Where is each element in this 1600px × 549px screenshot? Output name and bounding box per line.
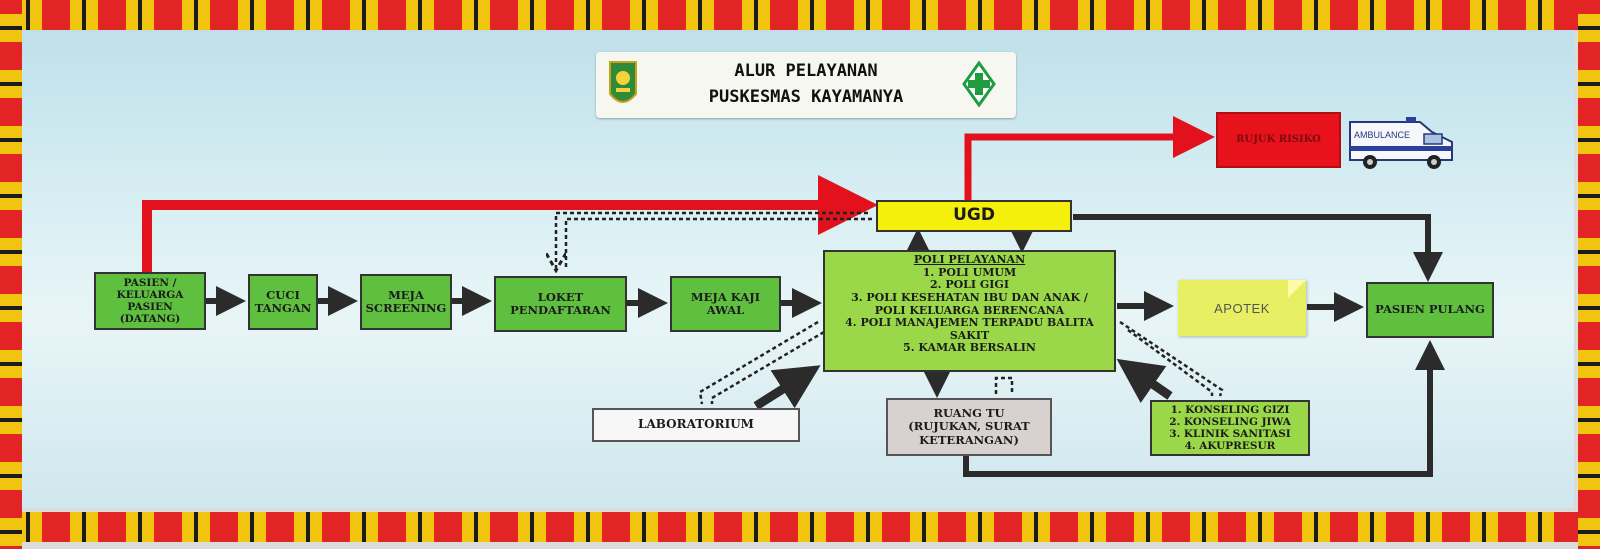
node-pasien-pulang: PASIEN PULANG [1366,282,1494,338]
ambulance-icon: AMBULANCE [1349,117,1453,169]
ruang-tu-subtitle: (RUJUKAN, SURAT KETERANGAN) [908,419,1030,447]
poli-item: 1. POLI UMUM [922,265,1017,279]
arrow-pasien-to-ugd [142,175,878,272]
apotek-label: APOTEK [1214,300,1270,316]
node-meja-screening: MEJA SCREENING [360,274,452,330]
node-konseling: 1. KONSELING GIZI 2. KONSELING JIWA 3. K… [1150,400,1310,456]
border-right [1578,0,1600,549]
regional-emblem-icon [609,61,637,103]
border-left [0,0,22,549]
node-ugd: UGD [876,200,1072,232]
poli-item: 3. POLI KESEHATAN IBU DAN ANAK / POLI KE… [851,290,1088,317]
konseling-item: 2. KONSELING JIWA [1169,415,1291,428]
konseling-item: 3. KLINIK SANITASI [1169,428,1291,440]
node-meja-kaji-awal: MEJA KAJI AWAL [670,276,781,332]
title-line-2: PUSKESMAS KAYAMANYA [708,87,904,107]
dotted-arrows [556,211,1224,405]
arrow-ugd-to-rujuk [964,116,1215,200]
node-pasien-datang: PASIEN / KELUARGA PASIEN (DATANG) [94,272,206,330]
sticky-note-fold [1288,280,1306,298]
poli-item: 5. KAMAR BERSALIN [903,341,1036,355]
ambulance-label: AMBULANCE [1354,130,1410,140]
node-loket-pendaftaran: LOKET PENDAFTARAN [494,276,627,332]
green-cross-icon [962,61,996,107]
title-line-1: ALUR PELAYANAN [734,61,878,81]
node-laboratorium: LABORATORIUM [592,408,800,442]
border-top [0,0,1600,30]
main-flow-arrows [206,214,1445,477]
title-panel: ALUR PELAYANAN PUSKESMAS KAYAMANYA [596,52,1016,118]
page-title: ALUR PELAYANAN PUSKESMAS KAYAMANYA [656,58,956,110]
konseling-item: 1. KONSELING GIZI [1170,403,1290,416]
node-rujuk-risiko: RUJUK RISIKO [1216,112,1341,168]
poli-item: 4. POLI MANAJEMEN TERPADU BALITA SAKIT [845,316,1094,342]
node-poli-pelayanan: POLI PELAYANAN 1. POLI UMUM 2. POLI GIGI… [823,250,1116,372]
node-apotek: APOTEK [1178,280,1306,336]
konseling-item: 4. AKUPRESUR [1184,440,1276,453]
ruang-tu-title: RUANG TU [933,406,1005,421]
poli-item: 2. POLI GIGI [930,278,1009,292]
node-cuci-tangan: CUCI TANGAN [248,274,318,330]
poli-title: POLI PELAYANAN [913,253,1026,266]
node-ruang-tu: RUANG TU (RUJUKAN, SURAT KETERANGAN) [886,398,1052,456]
border-bottom [0,512,1600,542]
